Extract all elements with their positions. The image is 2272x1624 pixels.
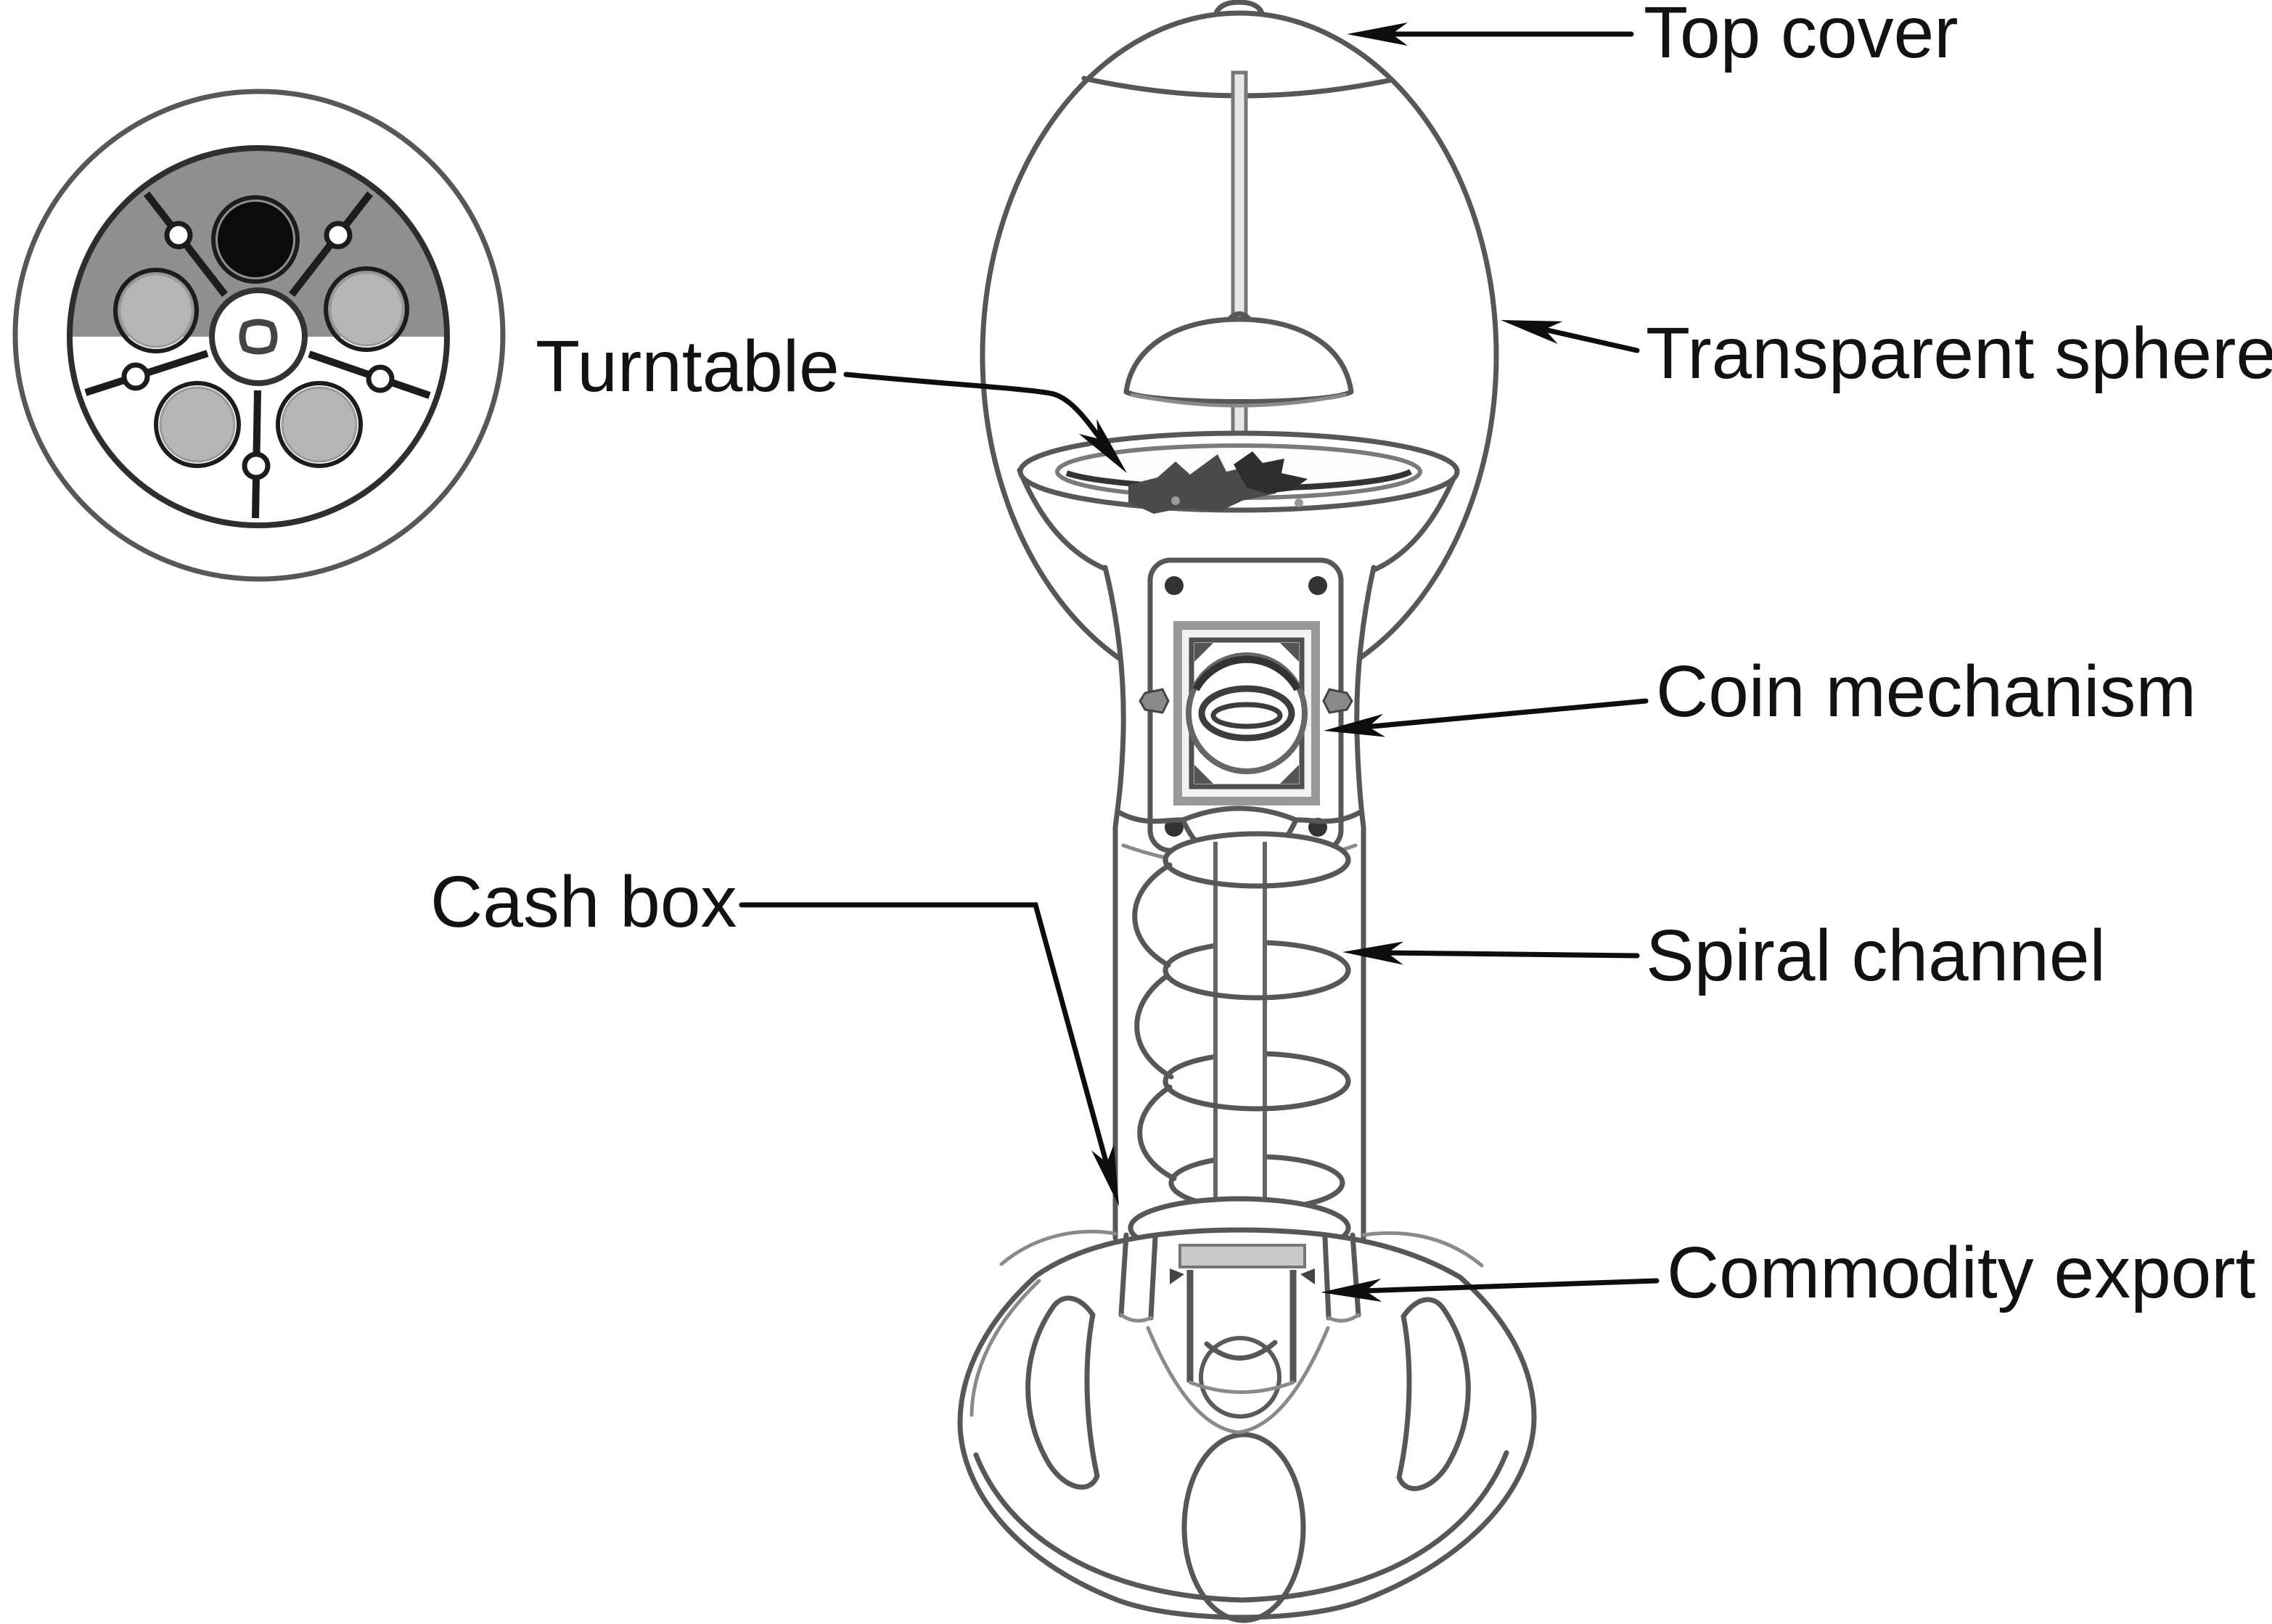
left-leg-outer [1118,1232,1129,1318]
turntable-bowl [1017,430,1460,514]
product-pieces-dark [1234,451,1308,493]
spiral-shaft-fill [1215,842,1265,1219]
base [957,1227,1537,1623]
door-sill [1188,1380,1295,1394]
top-cover-knob [1213,0,1265,17]
door-opening-arc [1204,1340,1278,1361]
black-ball [218,202,293,277]
label-cash-box: Cash box [430,861,737,943]
transparent-sphere-arrowhead [1501,320,1563,345]
base-left-collar [999,1229,1117,1266]
coin-mechanism-panel [1139,557,1353,853]
label-transparent-sphere: Transparent sphere [1646,313,2272,394]
spiral-wrap-2 [1134,973,1174,1080]
body-left-edge [1102,565,1126,1241]
base-mound-curve [1146,1326,1330,1435]
turntable-top-view-inset [12,89,506,582]
gray-balls [118,271,404,463]
right-foot [1326,1313,1361,1323]
commodity-export-leader [1358,1278,1660,1294]
umbrella-cone-rim [1130,393,1348,408]
coin-dial-top-arc [1192,655,1301,692]
base-right-collar [1361,1231,1484,1268]
turntable-arrowhead [1078,419,1127,473]
bowl-cone-left [1017,467,1112,573]
product-speck [1171,496,1180,505]
turntable-leader [843,372,1118,462]
gumball-machine [957,0,1537,1623]
label-coin-mechanism: Coin mechanism [1656,651,2197,732]
spiral-wrap-1 [1132,862,1173,968]
cash-box-leader [739,902,1112,1175]
coin-slot [1210,702,1283,729]
inset-pocket-rings [113,195,409,468]
coin-frame-wedges [1194,643,1299,784]
top-cover-arrowhead [1347,22,1408,46]
commodity-export-door [1118,1232,1361,1419]
cash-box-arrowhead [1091,1144,1119,1206]
label-commodity-export: Commodity export [1667,1232,2256,1313]
leader-lines [739,22,1660,1303]
base-left-inner-line [969,1279,1041,1417]
door-lintel [1178,1244,1306,1268]
base-bottom-rim [973,1450,1509,1603]
dispensed-ball [1199,1336,1281,1419]
base-dome [957,1227,1537,1620]
label-turntable: Turntable [536,326,840,407]
left-leg-inner [1148,1235,1158,1321]
product-speck [1295,499,1303,507]
left-foot [1119,1313,1153,1323]
spiral-wrap-3 [1137,1084,1177,1181]
label-top-cover: Top cover [1644,0,1959,73]
door-shade-left [1170,1268,1184,1284]
turntable-shadow-right [1287,469,1412,491]
right-leg-inner [1322,1235,1332,1321]
coin-mechanism-arrowhead [1324,713,1386,737]
right-bolt [1322,688,1353,714]
coin-mechanism-leader [1361,698,1649,730]
inset-hub-nut [239,319,278,355]
rod-collar [1226,311,1252,322]
door-shade-right [1300,1268,1315,1284]
inset-disc-edge [67,145,450,528]
label-spiral-channel: Spiral channel [1646,915,2106,996]
spiral-channel-leader [1382,950,1640,959]
base-left-petal [1025,1295,1100,1490]
base-right-petal [1396,1297,1471,1491]
right-leg-outer [1350,1232,1361,1318]
left-bolt [1139,688,1170,714]
bowl-cone-right [1370,467,1460,573]
spiral-channel-arrowhead [1342,941,1404,965]
commodity-export-arrowhead [1321,1279,1382,1303]
center-rod [1231,70,1248,472]
transparent-sphere-leader [1541,327,1640,353]
umbrella-cone [1123,316,1354,404]
inset-rim-holes [121,221,395,480]
base-center-oval [1181,1432,1306,1623]
